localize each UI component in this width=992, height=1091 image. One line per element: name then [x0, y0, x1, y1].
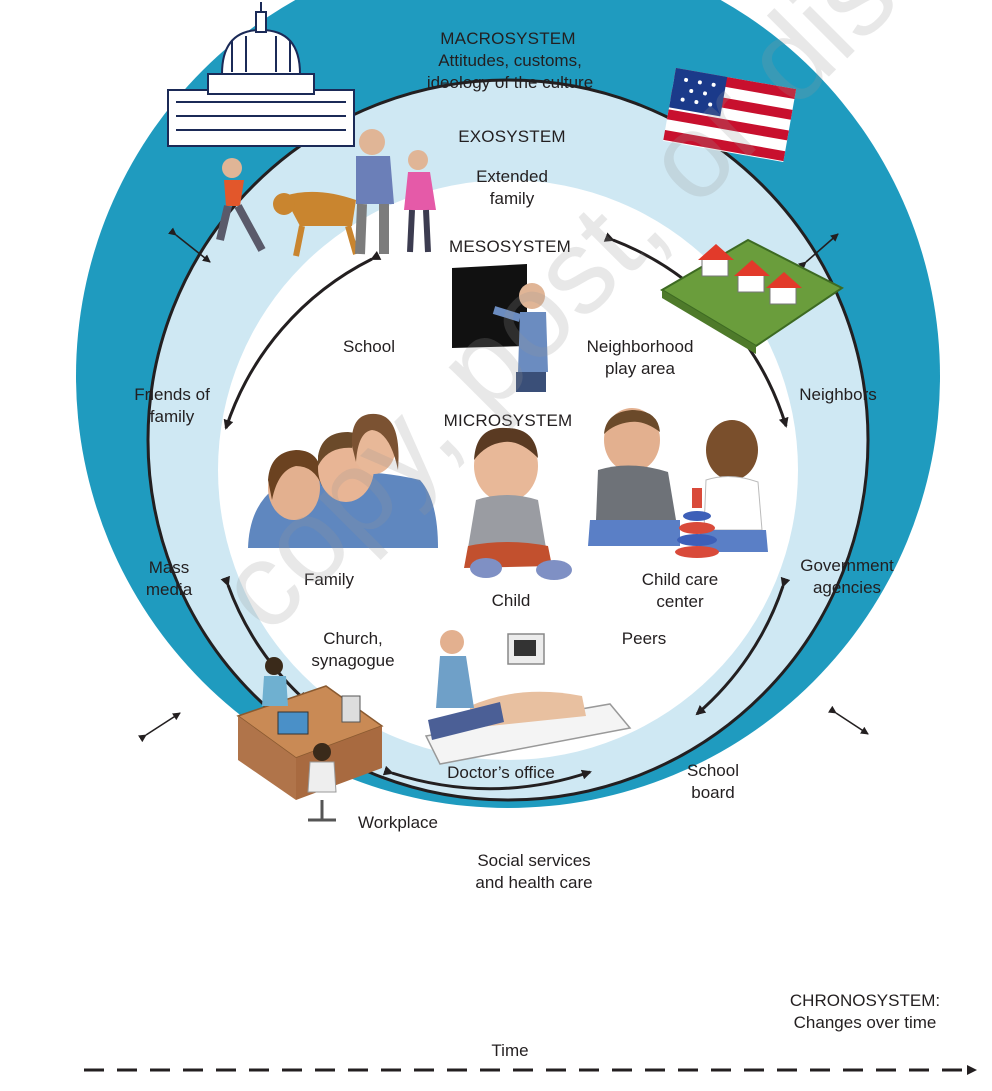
capitol-building-icon	[167, 2, 355, 147]
exo-label-government-agencies: Government agencies	[800, 556, 894, 597]
exo-label-school-board: School board	[687, 761, 739, 802]
exo-label-workplace: Workplace	[358, 813, 438, 832]
exo-label-social-services: Social services and health care	[475, 851, 593, 892]
micro-label-child: Child	[491, 591, 531, 610]
family-walking-dog-icon	[216, 129, 436, 257]
toddlers-playing-icon	[588, 408, 768, 558]
seated-child-icon	[464, 427, 572, 580]
teacher-at-chalkboard-icon	[452, 264, 548, 392]
exo-label-neighbors: Neighbors	[799, 385, 877, 404]
time-label: Time	[491, 1041, 529, 1060]
office-workers-icon	[236, 657, 384, 822]
mesosystem-title: MESOSYSTEM	[449, 237, 571, 256]
micro-label-neighborhood-play-area: Neighborhood play area	[586, 337, 694, 378]
family-portrait-icon	[248, 413, 438, 548]
exo-label-friends-of-family: Friends of family	[134, 385, 210, 426]
microsystem-title: MICROSYSTEM	[443, 411, 573, 430]
micro-label-church-synagogue: Church, synagogue	[311, 629, 395, 670]
micro-label-family: Family	[303, 570, 355, 589]
doctor-exam-icon	[424, 630, 632, 765]
exo-label-extended-family: Extended family	[476, 167, 548, 208]
macrosystem-title: MACROSYSTEM	[440, 29, 576, 48]
neighborhood-houses-icon	[660, 238, 844, 354]
micro-label-child-care-center: Child care center	[641, 570, 719, 611]
micro-label-doctors-office: Doctor’s office	[447, 763, 555, 782]
boundary-arrows	[137, 227, 869, 743]
micro-label-school: School	[343, 337, 395, 356]
macrosystem-description: Attitudes, customs, ideology of the cult…	[426, 51, 594, 92]
us-flag-icon	[663, 68, 797, 163]
chronosystem-description: Changes over time	[793, 1013, 937, 1032]
chronosystem-title: CHRONOSYSTEM:	[789, 991, 941, 1010]
exosystem-title: EXOSYSTEM	[458, 127, 566, 146]
exo-label-mass-media: Mass media	[145, 558, 193, 599]
micro-label-peers: Peers	[621, 629, 667, 648]
